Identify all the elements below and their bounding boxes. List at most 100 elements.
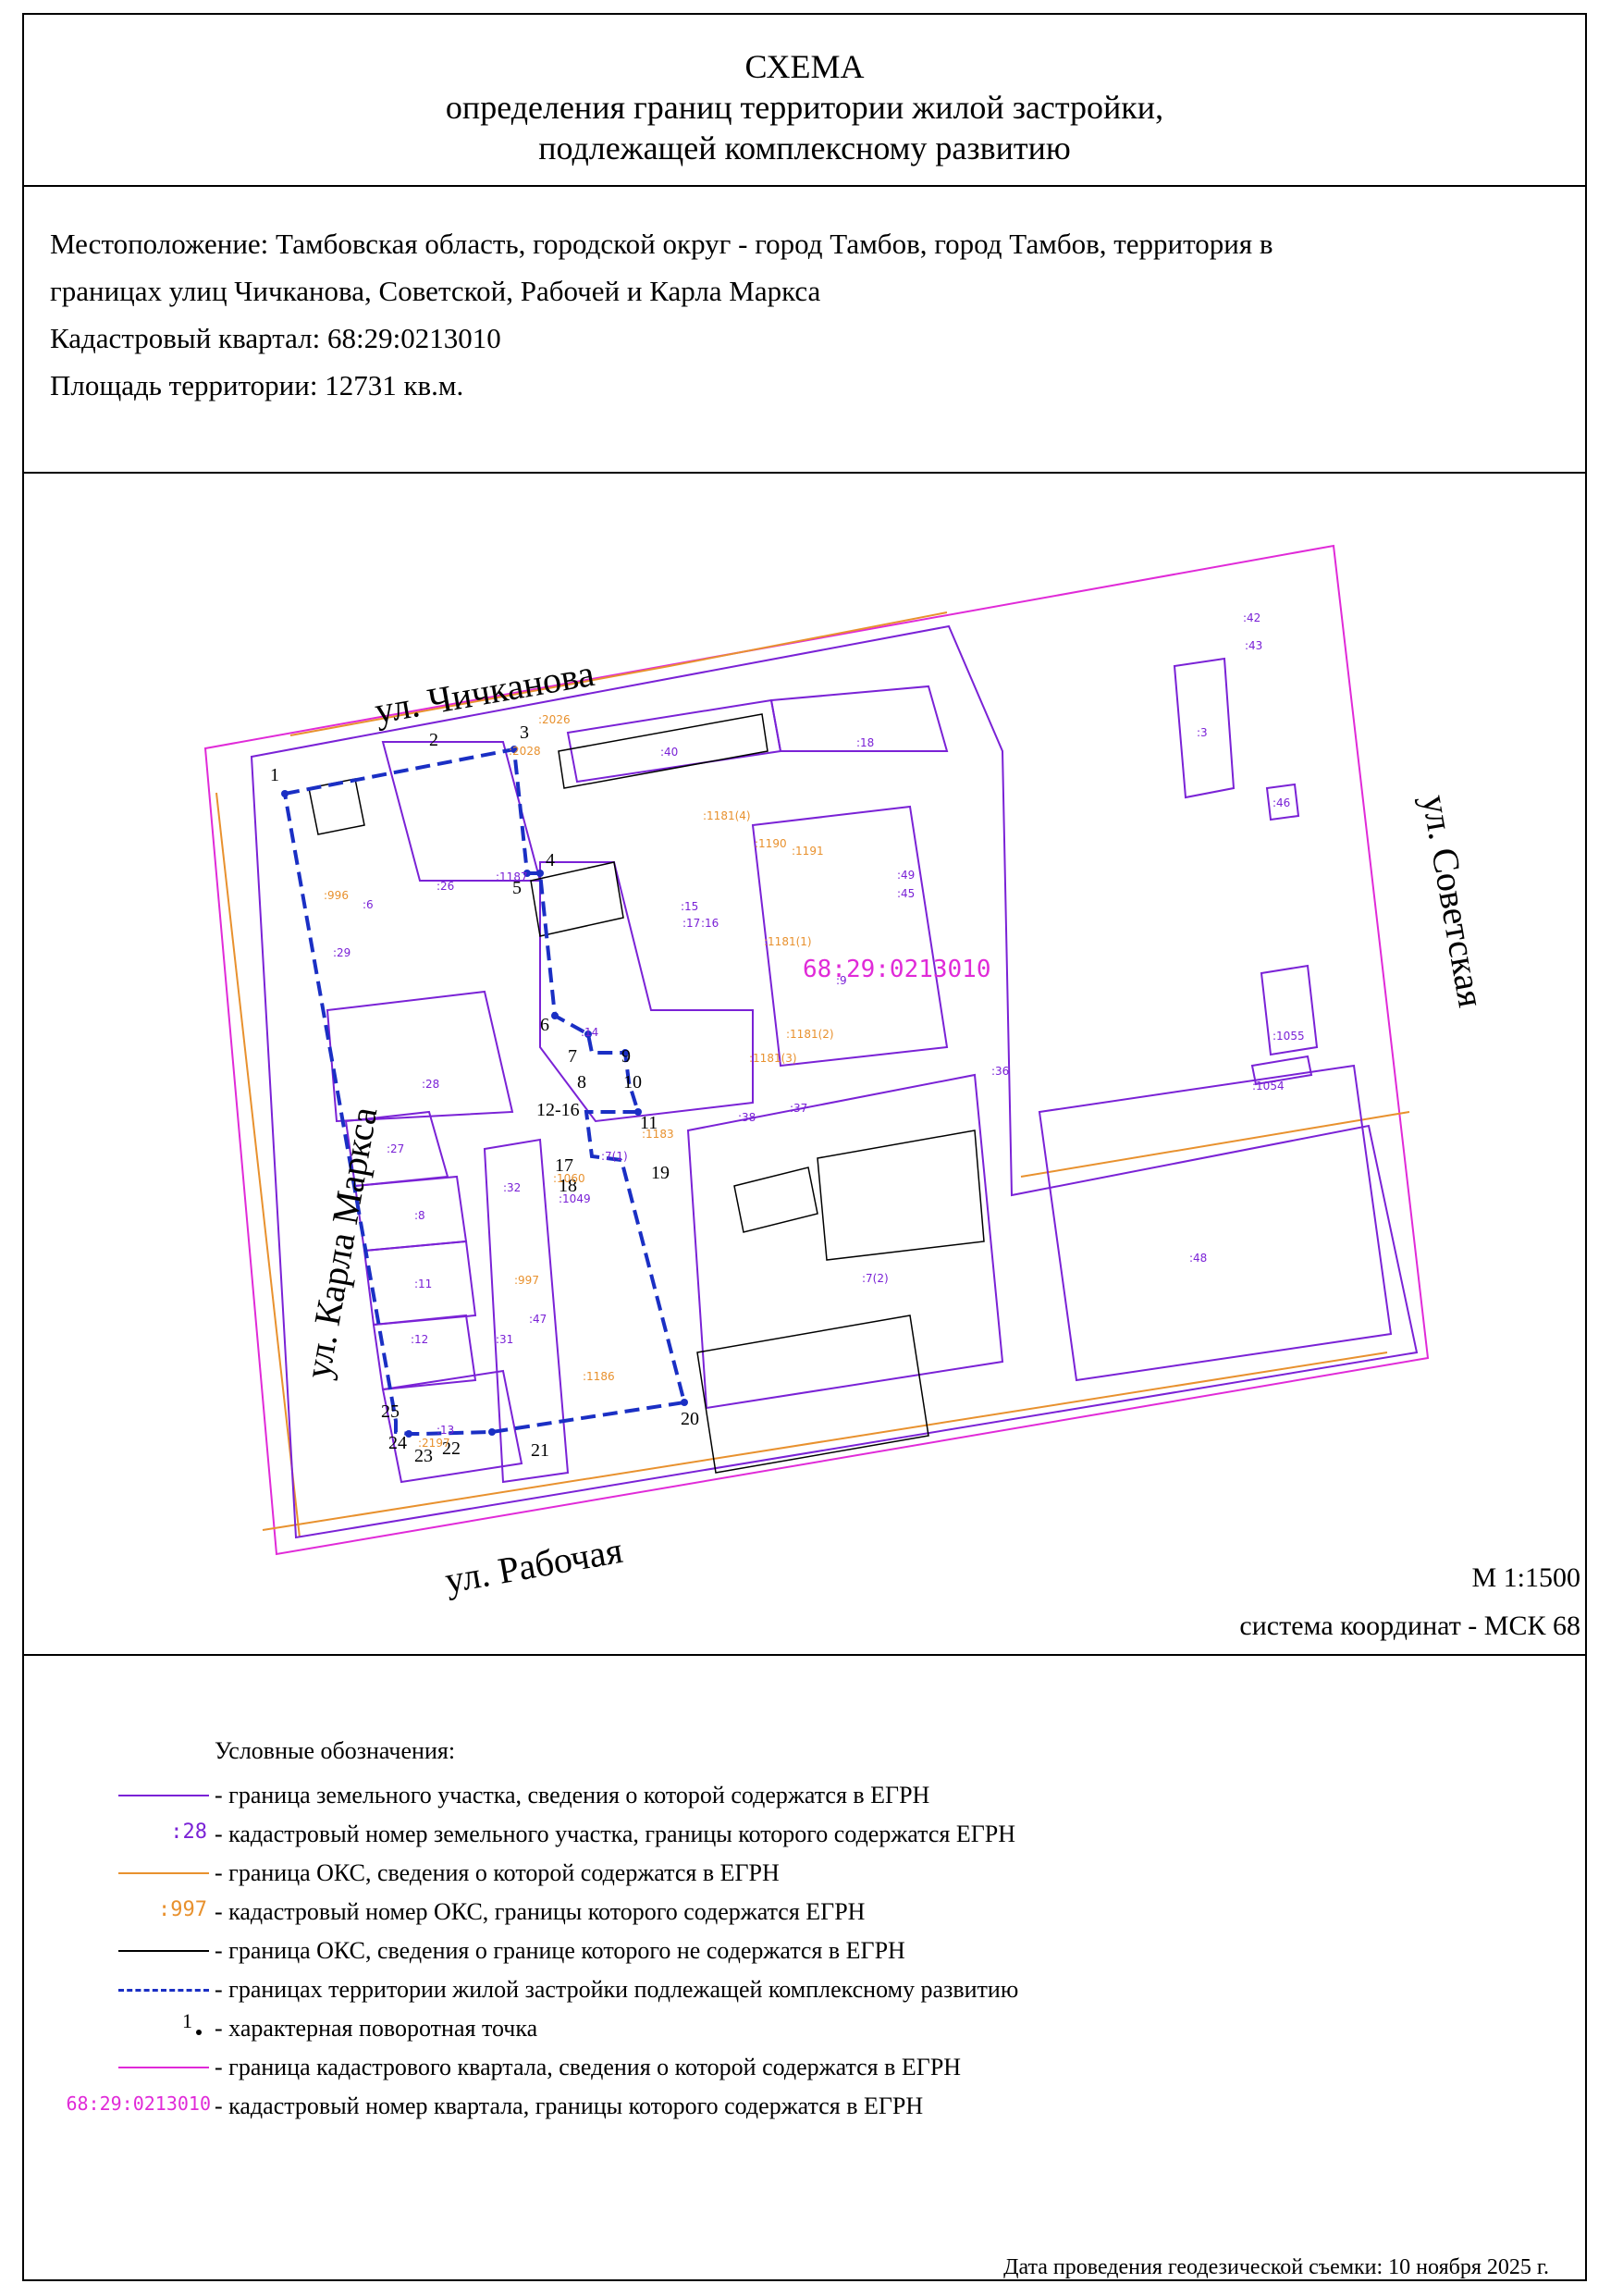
parcel-number: :28	[422, 1078, 439, 1091]
parcel-number: :42	[1243, 611, 1260, 624]
parcel-number: :45	[897, 887, 915, 900]
page-subtitle-2: подлежащей комплексному развитию	[538, 130, 1071, 167]
parcel-number: :40	[660, 746, 678, 759]
point-label: 24	[388, 1433, 407, 1453]
oks-number: :1190	[755, 837, 787, 850]
parcel-3	[1173, 657, 1236, 799]
legend-item-territory-boundary: - границах территории жилой застройки по…	[22, 1970, 1409, 2007]
turning-point	[523, 870, 531, 877]
point-label: 11	[640, 1113, 658, 1133]
parcel-number: :27	[387, 1142, 404, 1155]
parcels	[250, 624, 1419, 1539]
cadastral-quarter: Кадастровый квартал: 68:29:0213010	[50, 322, 501, 354]
parcel-number: :15	[681, 900, 698, 913]
legend-symbol: :28	[170, 1821, 207, 1844]
location-text-2: границах улиц Чичканова, Советской, Рабо…	[50, 275, 821, 307]
map-scale-block: М 1:1500 система координат - МСК 68	[1239, 1554, 1580, 1650]
parcel-number: :29	[333, 946, 350, 959]
legend-symbol: :997	[158, 1898, 207, 1921]
parcel-number: :46	[1273, 796, 1290, 809]
oks-labels: :2026 :2028 :996 :1181(4) :1190 :1191 :1…	[324, 713, 834, 1450]
parcel-number: :1049	[559, 1192, 591, 1205]
header: СХЕМА определения границ территории жило…	[22, 13, 1587, 187]
building-south	[817, 1129, 985, 1261]
street-labels: ул. Чичканова ул. Советская ул. Рабочая …	[297, 652, 1493, 1601]
oks-number: :1181(4)	[703, 809, 751, 822]
legend-item-oks-unregistered: - граница ОКС, сведения о границе которо…	[22, 1932, 1409, 1969]
building-14	[530, 861, 624, 937]
legend-symbol	[41, 1970, 215, 2007]
parcel-number: :48	[1189, 1252, 1207, 1265]
page-title: СХЕМА	[744, 48, 865, 85]
point-label: 7	[568, 1046, 577, 1067]
point-label: 20	[681, 1409, 699, 1429]
parcel-14	[539, 861, 754, 1123]
point-label: 21	[531, 1440, 549, 1461]
turning-point	[551, 1012, 559, 1019]
legend-item-oks-number: :997 - кадастровый номер ОКС, границы ко…	[22, 1893, 1409, 1930]
legend-item-quarter-number: 68:29:0213010 - кадастровый номер кварта…	[22, 2087, 1409, 2124]
legend-symbol	[41, 1932, 215, 1969]
parcel-number: :11	[414, 1278, 432, 1290]
parcel-number: :47	[529, 1313, 547, 1326]
parcel-9	[751, 805, 949, 1068]
parcel-13	[381, 1369, 523, 1484]
legend-item-parcel-number: :28 - кадастровый номер земельного участ…	[22, 1815, 1409, 1852]
quarter-boundary	[203, 544, 1430, 1556]
parcel-number: :16	[701, 917, 719, 930]
coordinate-system: система координат - МСК 68	[1239, 1611, 1580, 1641]
parcel-number: :38	[738, 1111, 756, 1124]
legend-title: Условные обозначения:	[215, 1737, 456, 1764]
turning-point	[634, 1108, 642, 1116]
legend-item-oks-border: - граница ОКС, сведения о которой содерж…	[22, 1854, 1409, 1891]
oks-number: :1181(2)	[786, 1028, 834, 1041]
parcel-number: :26	[436, 880, 454, 893]
parcel-28	[326, 990, 514, 1123]
survey-date: Дата проведения геодезической съемки: 10…	[1003, 2255, 1549, 2279]
oks-number: :1183	[642, 1128, 674, 1141]
parcel-18	[769, 685, 949, 752]
parcel-11	[363, 1240, 477, 1327]
point-label: 9	[621, 1046, 631, 1067]
parcel-number: :7(1)	[601, 1150, 628, 1163]
parcel-32	[483, 1138, 570, 1484]
turning-point	[488, 1428, 496, 1436]
turning-point	[536, 870, 544, 877]
legend-item-quarter-border: - граница кадастрового квартала, сведени…	[22, 2048, 1409, 2085]
point-label: 6	[540, 1015, 549, 1035]
page-frame	[22, 13, 1587, 2281]
turning-point	[681, 1399, 688, 1406]
parcel-40	[566, 698, 782, 784]
map-scale: М 1:1500	[1471, 1562, 1580, 1593]
info-block: Местоположение: Тамбовская область, горо…	[22, 187, 1587, 474]
parcel-number: :1054	[1252, 1080, 1285, 1092]
turning-points	[281, 746, 688, 1438]
quarter-number-label: 68:29:0213010	[803, 956, 991, 983]
legend-symbol	[41, 2048, 215, 2085]
parcel-46	[1265, 783, 1300, 821]
turning-point	[510, 746, 518, 753]
parcel-number: :3	[1197, 726, 1208, 739]
street-west: ул. Карла Маркса	[297, 1104, 386, 1382]
parcel-number: :1187	[496, 870, 528, 883]
map-canvas: 1 2 3 4 5 6 7 8 9 10 11 12-16 17 18 19 2…	[203, 544, 1493, 1601]
parcel-outline	[250, 624, 1419, 1539]
oks-number: :2026	[538, 713, 571, 726]
legend: Условные обозначения: - граница земельно…	[22, 1656, 1587, 2281]
parcel-number: :7(2)	[862, 1272, 889, 1285]
parcel-1055	[1260, 964, 1319, 1056]
parcel-number: :31	[496, 1333, 513, 1346]
parcel-1054	[1250, 1055, 1313, 1086]
turning-point	[281, 790, 289, 797]
parcel-number: :49	[897, 869, 915, 882]
oks-number: :2028	[509, 745, 541, 758]
point-label: 19	[651, 1163, 670, 1183]
legend-symbol	[41, 1776, 215, 1813]
point-label: 4	[546, 850, 555, 870]
oks-number: :997	[514, 1274, 539, 1287]
oks-road-strip-2	[289, 611, 948, 736]
oks-road-strip-3	[1020, 1111, 1410, 1178]
parcel-labels: :40 :18 :3 :46 :26 :14 :9 :28 :27 :32 :8…	[333, 611, 1305, 1437]
building-dk	[696, 1315, 929, 1474]
point-label: 25	[381, 1401, 400, 1422]
